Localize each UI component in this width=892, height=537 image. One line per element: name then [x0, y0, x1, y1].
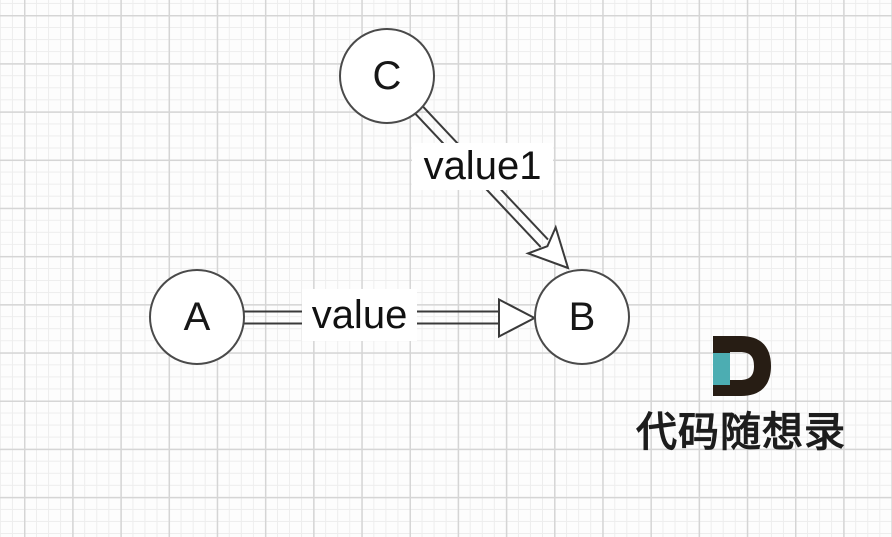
node-c: C: [339, 28, 435, 124]
node-c-label: C: [372, 53, 402, 98]
edge-a-to-b-arrowhead-icon: [498, 297, 537, 339]
edge-label-value: value: [302, 289, 417, 341]
logo-teal-square: [713, 353, 730, 385]
watermark-logo-d-icon: [713, 336, 771, 396]
edge-label-value1: value1: [412, 143, 553, 190]
node-a-label: A: [183, 294, 211, 339]
node-b-label: B: [568, 294, 596, 339]
node-b: B: [534, 269, 630, 365]
watermark-site-name: 代码随想录: [636, 408, 846, 456]
edge-c-to-b-arrowhead-icon: [525, 224, 570, 270]
node-a: A: [149, 269, 245, 365]
logo-d-shape-icon: [713, 336, 771, 396]
